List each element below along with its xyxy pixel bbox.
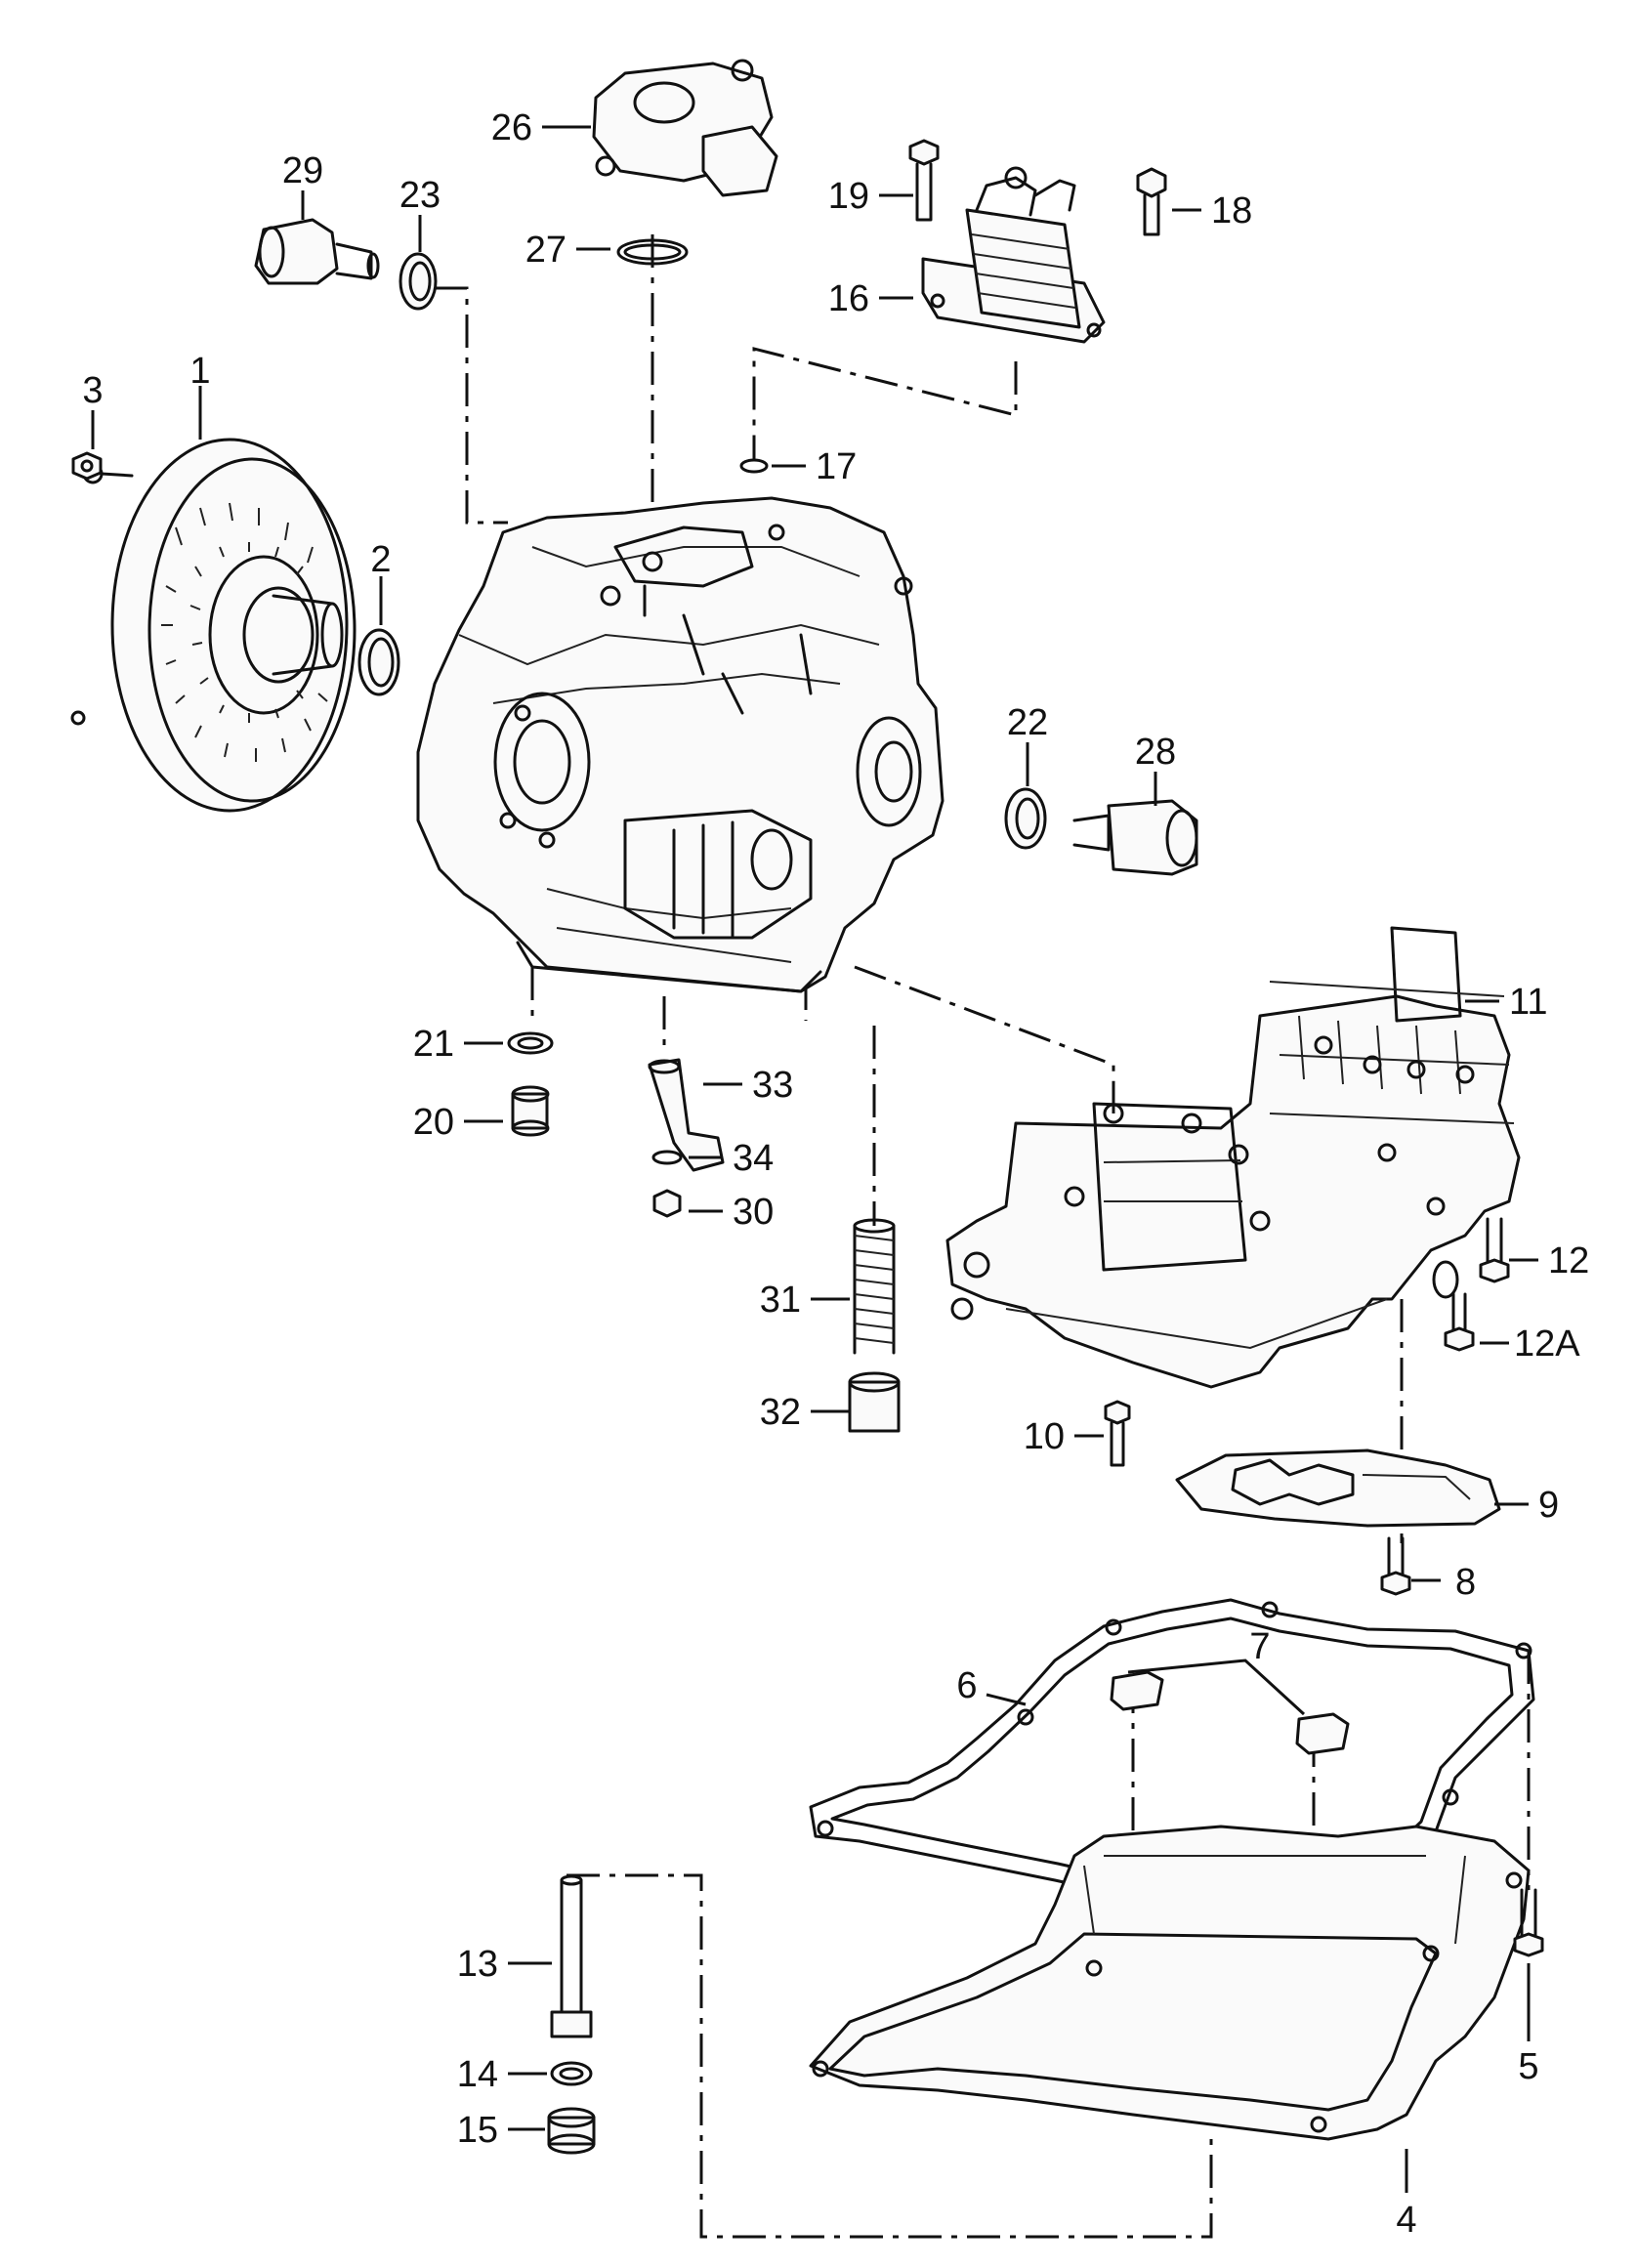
callout-32: 32 (760, 1392, 801, 1433)
washer-17 (739, 458, 769, 474)
oil-cooler-16 (921, 166, 1106, 344)
callout-30: 30 (733, 1192, 774, 1233)
callout-18: 18 (1211, 190, 1252, 231)
callout-23: 23 (399, 175, 441, 216)
nut-30 (652, 1189, 682, 1218)
callout-28: 28 (1135, 732, 1176, 773)
callout-12: 12 (1548, 1240, 1589, 1281)
magnet-7b (1295, 1712, 1350, 1755)
flange-shaft-28 (1072, 799, 1198, 876)
bolt-5 (1513, 1888, 1544, 1957)
sensor-26 (592, 59, 778, 197)
bolt-8 (1380, 1536, 1411, 1596)
bracket-33 (648, 1058, 725, 1172)
callout-7: 7 (1249, 1626, 1270, 1667)
callout-labels: 1 2 3 4 5 6 7 8 9 10 11 12 12A 13 14 15 … (82, 107, 1589, 2241)
callout-13: 13 (457, 1944, 498, 1985)
washer-34 (651, 1150, 683, 1165)
flange-shaft-29 (254, 218, 380, 285)
bolt-12 (1479, 1217, 1510, 1283)
callout-11: 11 (1509, 982, 1547, 1023)
callout-4: 4 (1396, 2200, 1416, 2241)
stud-31 (853, 1218, 896, 1355)
callout-5: 5 (1518, 2046, 1538, 2087)
callout-19: 19 (828, 176, 869, 217)
callout-33: 33 (752, 1065, 793, 1106)
callout-9: 9 (1538, 1485, 1559, 1526)
transmission-housing (416, 496, 944, 993)
nut-3 (71, 451, 103, 481)
callout-22: 22 (1007, 702, 1048, 743)
callout-12a: 12A (1514, 1323, 1580, 1365)
callout-27: 27 (525, 230, 567, 271)
bolt-19 (908, 139, 940, 222)
magnet-7a (1110, 1670, 1164, 1711)
callout-15: 15 (457, 2110, 498, 2151)
callout-26: 26 (491, 107, 532, 148)
callout-10: 10 (1024, 1416, 1065, 1457)
filter-9 (1175, 1449, 1501, 1528)
plug-15 (547, 2107, 596, 2155)
seal-2 (357, 628, 400, 696)
callout-34: 34 (733, 1138, 774, 1179)
plug-20 (511, 1085, 550, 1137)
sleeve-32 (848, 1371, 901, 1433)
seal-23 (399, 252, 438, 311)
washer-21 (507, 1031, 554, 1055)
callout-29: 29 (282, 150, 323, 191)
seal-14 (550, 2061, 593, 2086)
callout-1: 1 (189, 351, 210, 392)
leader-lines (91, 125, 1538, 2193)
callout-2: 2 (370, 539, 391, 580)
torque-converter (70, 438, 357, 813)
callout-31: 31 (760, 1280, 801, 1321)
overflow-tube-13 (550, 1874, 593, 2038)
callout-16: 16 (828, 278, 869, 319)
callout-3: 3 (82, 370, 103, 411)
callout-17: 17 (816, 446, 857, 487)
bolt-10 (1104, 1400, 1131, 1467)
callout-20: 20 (413, 1102, 454, 1143)
o-ring-27 (616, 238, 689, 266)
oil-pan-4 (809, 1825, 1531, 2141)
callout-6: 6 (956, 1665, 977, 1706)
callout-14: 14 (457, 2054, 498, 2095)
bolt-18 (1136, 167, 1167, 236)
bolt-12a (1444, 1292, 1475, 1352)
seal-22 (1004, 787, 1047, 850)
callout-21: 21 (413, 1024, 454, 1065)
valve-body-11 (945, 926, 1521, 1389)
callout-8: 8 (1455, 1562, 1476, 1603)
